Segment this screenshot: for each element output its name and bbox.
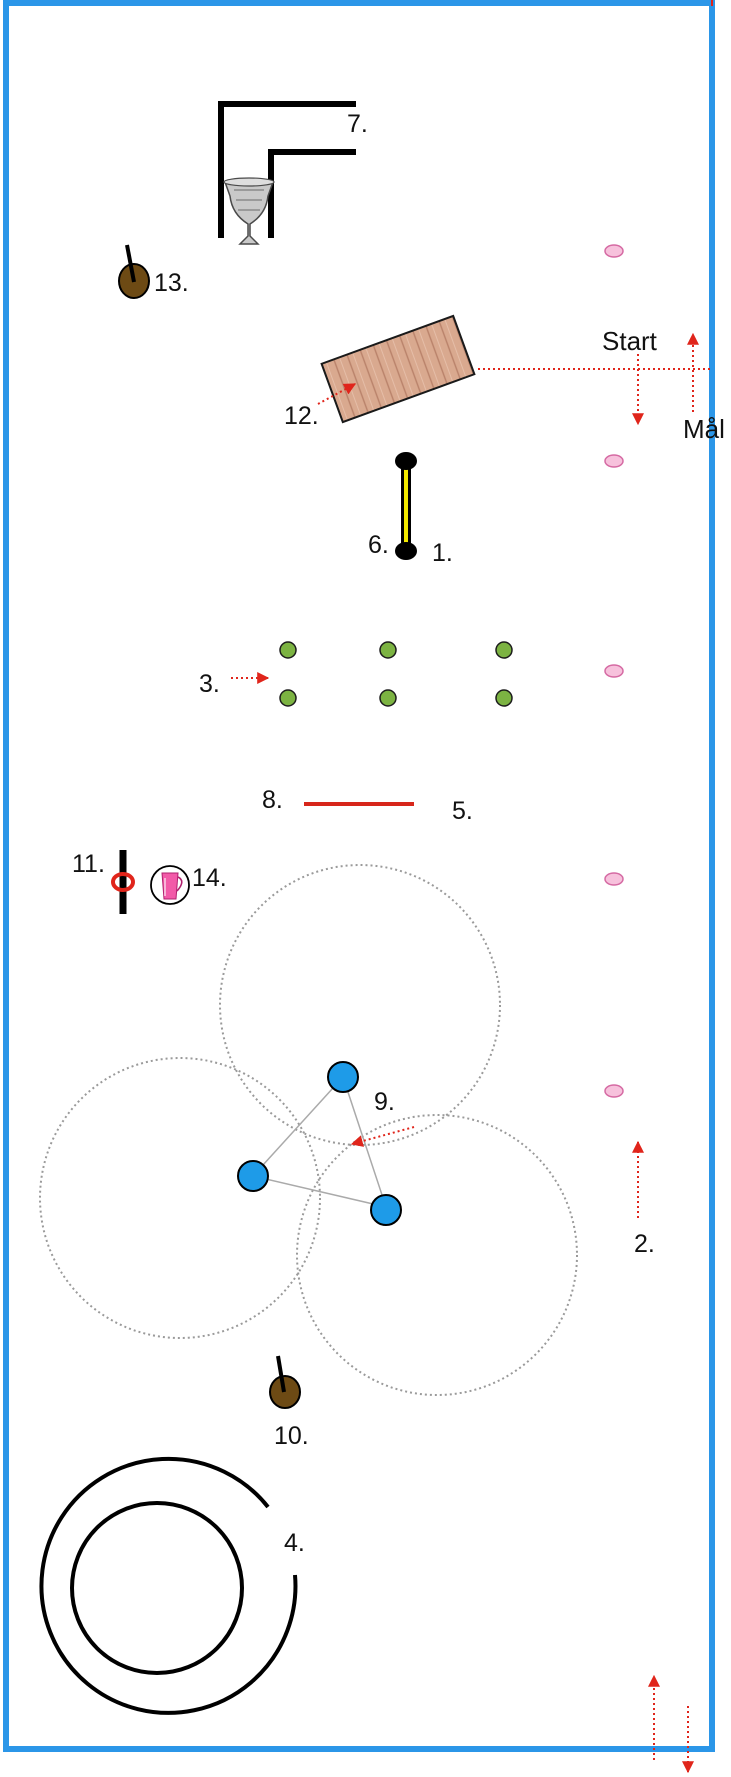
label-13: 13. — [154, 269, 189, 297]
pitcher-icon — [150, 865, 190, 905]
blue-ball — [237, 1160, 269, 1192]
cone-marker — [604, 244, 624, 258]
green-ball — [495, 641, 513, 659]
blue-ball — [370, 1194, 402, 1226]
circle-arrow — [350, 1126, 415, 1147]
triangle-path — [251, 1075, 388, 1209]
barrel-icon — [269, 1355, 301, 1409]
label-5: 5. — [452, 797, 473, 825]
label-11: 11. — [72, 850, 105, 878]
ring-icon — [111, 872, 135, 892]
arena-border — [3, 0, 715, 1752]
barrel-icon — [118, 244, 150, 299]
green-ball — [279, 641, 297, 659]
cone-marker — [604, 454, 624, 468]
dotted-circle — [296, 1114, 578, 1396]
cone-marker — [604, 1084, 624, 1098]
goal-label: Mål — [683, 414, 725, 444]
blue-ball — [327, 1061, 359, 1093]
label-6: 6. — [368, 531, 389, 559]
label-7: 7. — [347, 110, 368, 138]
label-3: 3. — [199, 670, 220, 698]
cone-marker — [604, 664, 624, 678]
label-14: 14. — [192, 864, 227, 892]
bridge-arrow — [317, 383, 357, 405]
green-ball — [279, 689, 297, 707]
obstacle-12-bridge — [320, 314, 476, 424]
dotted-circle — [219, 864, 501, 1146]
label-9: 9. — [374, 1088, 395, 1116]
green-ball — [379, 641, 397, 659]
dotted-circle — [39, 1057, 321, 1339]
obstacle-4-outer-ring — [39, 1456, 298, 1715]
green-ball — [495, 689, 513, 707]
label-4: 4. — [284, 1529, 305, 1557]
label-2: 2. — [634, 1230, 655, 1258]
label-10: 10. — [274, 1422, 309, 1450]
urn-icon — [223, 177, 275, 245]
obstacle-4-inner-ring — [70, 1501, 244, 1675]
obstacle-7-fence — [218, 101, 356, 238]
green-ball — [379, 689, 397, 707]
label-8: 8. — [262, 786, 283, 814]
gate-post — [395, 452, 417, 470]
gate-post — [395, 542, 417, 560]
cone-marker — [604, 872, 624, 886]
label-1: 1. — [432, 539, 453, 567]
label-12: 12. — [284, 402, 319, 430]
start-label: Start — [602, 326, 658, 356]
